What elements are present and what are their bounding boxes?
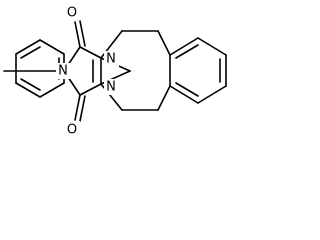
bond [39, 82, 65, 98]
bond [79, 46, 102, 59]
bond [15, 39, 41, 55]
bond [197, 37, 227, 56]
bond [157, 85, 171, 111]
right-benzene-ring [157, 30, 227, 111]
bridgehead-bonds [100, 30, 159, 111]
bond [15, 82, 41, 98]
double-bond-inner [20, 78, 41, 91]
bond [197, 85, 227, 104]
oxygen-top-label: O [67, 6, 77, 21]
bond [79, 83, 102, 96]
carbonyl-bond-top [74, 21, 81, 48]
double-bond-inner [175, 82, 199, 97]
bond [39, 39, 65, 55]
label-backdrop [104, 79, 119, 95]
double-bond-inner [20, 46, 41, 59]
molecule-canvas: O O N N N [0, 0, 237, 141]
oxygen-bottom-label: O [67, 123, 77, 138]
nitrogen-bridge-top-label: N [106, 52, 116, 67]
nitrogen-bridge-bottom-label: N [106, 80, 116, 95]
carbonyl-bond-bottom [79, 95, 86, 122]
nitrogen-imide-label: N [58, 64, 68, 79]
label-backdrop [64, 121, 80, 137]
bond [157, 30, 171, 56]
bond [169, 85, 199, 104]
double-bond-inner [175, 44, 199, 59]
carbonyl-bond-top [79, 20, 86, 47]
label-backdrop [64, 4, 80, 20]
molecule-structure: O O N N N [3, 4, 227, 138]
label-backdrop [56, 63, 71, 79]
left-benzene-ring [15, 39, 65, 98]
bond [169, 37, 199, 56]
label-backdrop [104, 51, 119, 67]
carbonyl-bond-bottom [74, 94, 81, 121]
atom-labels: O O N N N [56, 4, 119, 138]
